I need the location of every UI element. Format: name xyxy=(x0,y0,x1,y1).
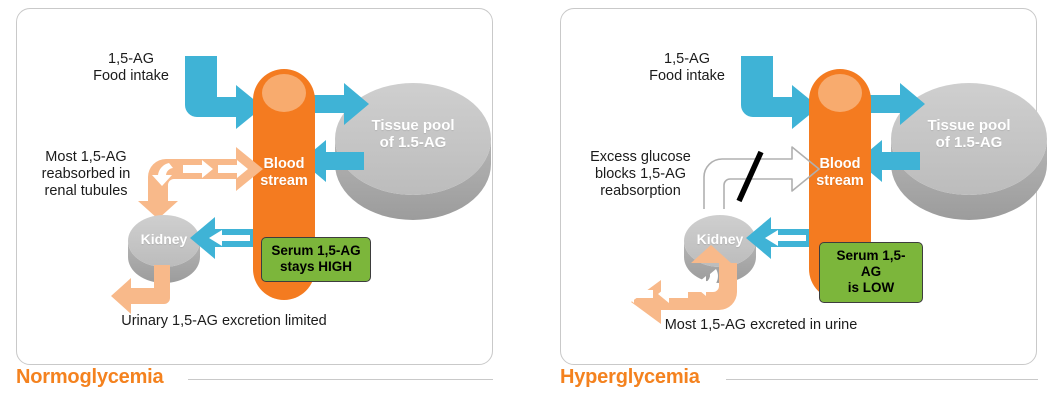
label-excretion-normo: Urinary 1,5-AG excretion limited xyxy=(121,313,327,329)
arrow-blood-to-tissue xyxy=(306,83,369,125)
kidney-label-normo: Kidney xyxy=(140,231,188,247)
caption-rule-right xyxy=(726,379,1038,380)
arrow-food-intake-to-blood xyxy=(185,56,263,129)
arrow-kidney-reabsorption-blocked xyxy=(703,146,820,209)
blood-stream-label-hyper: Blood stream xyxy=(816,156,864,189)
caption-normoglycemia: Normoglycemia xyxy=(16,366,164,388)
tissue-pool-shape xyxy=(891,83,1047,220)
arrow-kidney-to-urine xyxy=(623,245,737,324)
arrow-food-intake-to-blood xyxy=(741,56,819,129)
kidney-shape xyxy=(128,215,200,283)
arrow-blood-to-kidney xyxy=(190,217,253,259)
arrow-tissue-to-blood xyxy=(301,140,364,182)
status-badge-normo: Serum 1,5-AG stays HIGH xyxy=(261,237,371,282)
caption-hyperglycemia: Hyperglycemia xyxy=(560,366,700,388)
label-excretion-hyper: Most 1,5-AG excreted in urine xyxy=(664,317,858,333)
caption-rule-left xyxy=(188,379,493,380)
diagram-canvas-normoglycemia xyxy=(111,56,491,314)
arrow-kidney-reabsorption-to-blood xyxy=(138,147,263,219)
tissue-pool-label-normo: Tissue pool of 1.5-AG xyxy=(371,117,455,152)
tissue-pool-label-hyper: Tissue pool of 1.5-AG xyxy=(927,117,1011,152)
label-reabsorption-hyper: Excess glucose blocks 1,5-AG reabsorptio… xyxy=(590,149,691,200)
tissue-pool-shape xyxy=(335,83,491,220)
arrow-tissue-to-blood xyxy=(857,140,920,182)
panel-hyperglycemia: 1,5-AG Food intake Excess glucose blocks… xyxy=(560,8,1047,365)
label-food-intake-hyper: 1,5-AG Food intake xyxy=(649,51,725,85)
label-food-intake-normo: 1,5-AG Food intake xyxy=(93,51,169,85)
arrow-blood-to-tissue xyxy=(862,83,925,125)
block-slash-icon xyxy=(736,150,764,203)
label-reabsorption-normo: Most 1,5-AG reabsorbed in renal tubules xyxy=(41,149,131,200)
kidney-label-hyper: Kidney xyxy=(696,231,744,247)
panel-normoglycemia: 1,5-AG Food intake Most 1,5-AG reabsorbe… xyxy=(16,8,493,365)
status-badge-hyper: Serum 1,5-AG is LOW xyxy=(819,242,923,303)
blood-stream-label-normo: Blood stream xyxy=(260,156,308,189)
arrow-blood-to-kidney xyxy=(746,217,809,259)
arrow-kidney-to-urine xyxy=(111,265,170,314)
